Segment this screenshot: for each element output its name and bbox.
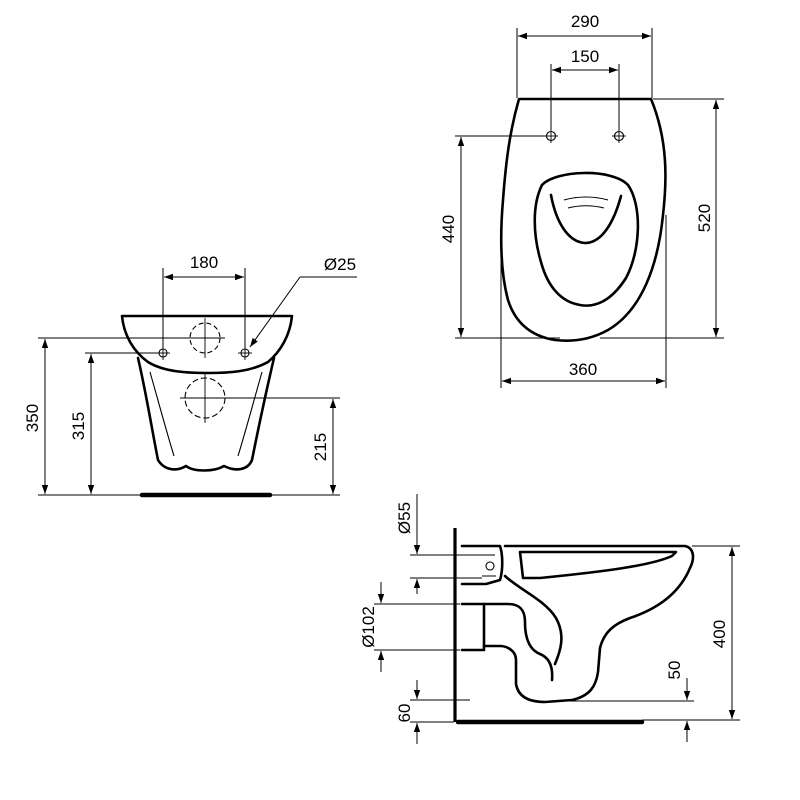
side-view: Ø55 Ø102 400 50 60: [359, 494, 740, 744]
dim-50-label: 50: [665, 661, 684, 680]
side-view-bowl-rim: [482, 544, 695, 704]
top-view-bowl-outline: [499, 97, 667, 342]
front-view: 180 Ø25 350 315 215: [23, 253, 357, 498]
dim-440-label: 440: [439, 215, 458, 243]
dim-315-label: 315: [69, 412, 88, 440]
front-view-body-inner-right: [237, 371, 263, 457]
side-view-outlet: [460, 602, 486, 652]
dim-400-label: 400: [710, 620, 729, 648]
dim-440: 440: [439, 135, 560, 339]
dim-315: 315: [69, 352, 158, 494]
dim-520-label: 520: [695, 204, 714, 232]
dim-50: 50: [560, 661, 694, 742]
front-view-body-inner-left: [149, 371, 175, 457]
dim-d25: Ø25: [249, 255, 357, 348]
top-view: 290 150 440 520 360: [439, 12, 724, 388]
side-view-inlet-valve: [485, 561, 495, 571]
top-view-bowl-opening: [533, 171, 640, 307]
top-view-rim-detail: [563, 196, 609, 209]
dim-290-label: 290: [571, 12, 599, 31]
dim-180-label: 180: [190, 253, 218, 272]
side-view-inlet: [460, 544, 504, 586]
dim-520: 520: [600, 98, 724, 339]
dim-60: 60: [395, 680, 470, 744]
dim-d102-label: Ø102: [359, 606, 378, 648]
dim-d55: Ø55: [395, 494, 482, 594]
side-view-trap-inner: [482, 602, 554, 682]
top-view-fixing-hole-right: [612, 129, 626, 143]
side-view-siphon: [503, 574, 563, 666]
top-view-rim: [549, 193, 623, 245]
dim-d55-label: Ø55: [395, 502, 414, 534]
dim-350: 350: [23, 337, 190, 496]
dim-d25-label: Ø25: [324, 255, 356, 274]
dim-360: 360: [500, 215, 667, 388]
dim-215: 215: [230, 397, 340, 496]
dim-400: 400: [642, 545, 740, 721]
dim-180: 180: [162, 253, 246, 348]
dim-215-label: 215: [311, 433, 330, 461]
side-view-bowl-inner: [518, 550, 678, 580]
front-view-body-lower: [136, 356, 276, 472]
dim-150: 150: [550, 47, 620, 130]
dim-360-label: 360: [569, 360, 597, 379]
top-view-fixing-hole-left: [544, 129, 558, 143]
front-view-fixing-hole-left: [156, 346, 170, 360]
dim-150-label: 150: [571, 47, 599, 66]
dim-290: 290: [516, 12, 653, 98]
dim-350-label: 350: [23, 404, 42, 432]
front-view-fixing-hole-right: [238, 346, 252, 360]
dim-d102: Ø102: [359, 582, 460, 672]
dim-60-label: 60: [395, 704, 414, 723]
